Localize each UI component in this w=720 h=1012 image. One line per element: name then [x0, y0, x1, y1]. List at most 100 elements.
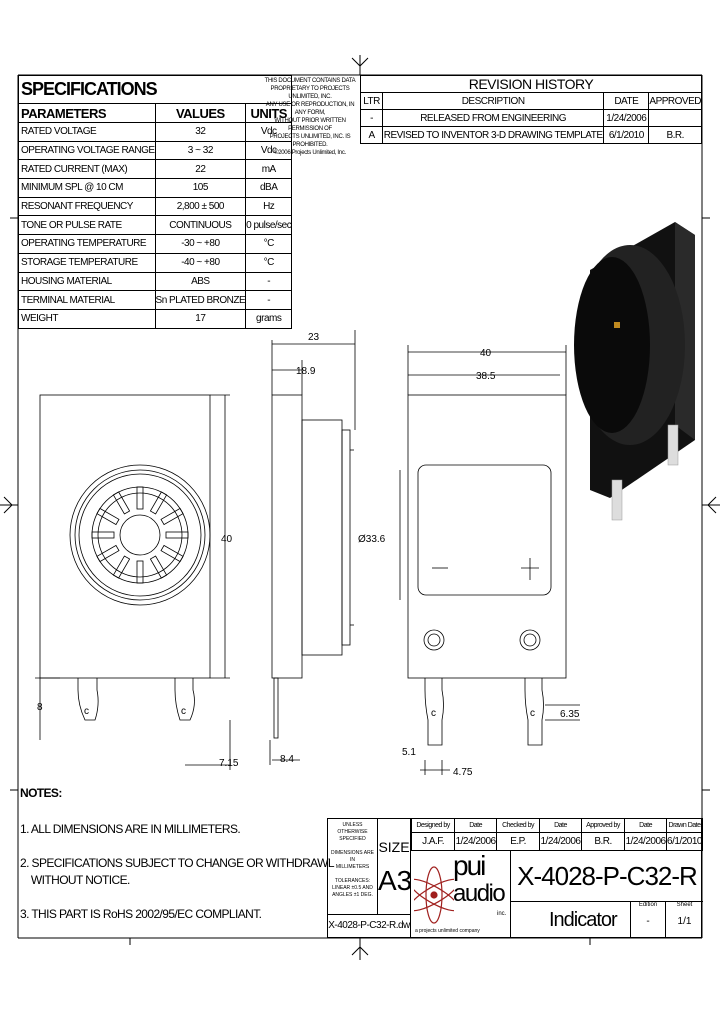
rev-ltr: A — [359, 126, 384, 144]
part-number: X-4028-P-C32-R — [511, 850, 703, 902]
grille-spoke — [96, 507, 120, 526]
dim-6-35: 6.35 — [560, 709, 580, 720]
header-parameters: PARAMETERS — [18, 103, 156, 123]
specifications-title: SPECIFICATIONS — [17, 75, 293, 104]
tolerance-line: DIMENSIONS ARE IN — [330, 850, 375, 863]
tolerance-line: SPECIFIED — [339, 836, 366, 842]
approval-header: Date — [624, 818, 668, 833]
dim-23: 23 — [308, 332, 320, 343]
sheet-label: Sheet — [676, 902, 693, 908]
header-units: UNITS — [245, 103, 293, 123]
edition-value: - — [646, 916, 650, 927]
side-view — [269, 330, 356, 765]
grille-spoke — [165, 531, 189, 539]
spec-unit: grams — [245, 308, 293, 329]
logo-pui: pui — [453, 850, 486, 881]
svg-text:c: c — [431, 708, 436, 719]
rev-approved: B.R. — [648, 126, 702, 144]
spec-unit: °C — [245, 252, 293, 273]
note-2: 2. SPECIFICATIONS SUBJECT TO CHANGE OR W… — [20, 856, 335, 870]
note-3: 3. THIS PART IS RoHS 2002/95/EC COMPLIAN… — [20, 907, 262, 921]
approval-header: Date — [454, 818, 498, 833]
dim-4-75: 4.75 — [453, 767, 473, 778]
dim-40-width: 40 — [480, 348, 492, 359]
note-2-cont: WITHOUT NOTICE. — [20, 873, 130, 887]
tolerance-line: UNLESS OTHERWISE — [337, 822, 368, 835]
edition-label: Edition — [638, 902, 658, 908]
approval-header: Designed by — [410, 818, 456, 833]
notes-title: NOTES: — [20, 786, 62, 800]
approval-value: B.R. — [580, 832, 626, 851]
notice-line: ANY USE OR REPRODUCTION, IN ANY FORM, — [265, 102, 355, 116]
spec-row: OPERATING TEMPERATURE-30 ~ +80°C — [18, 234, 293, 254]
size-value: A3 — [378, 865, 413, 896]
svg-text:c: c — [84, 706, 89, 717]
approval-header: Checked by — [496, 818, 541, 833]
svg-text:c: c — [530, 708, 535, 719]
notice-line: PROJECTS UNLIMITED, INC. IS PROHIBITED. — [269, 134, 351, 148]
dim-8-4: 8.4 — [280, 754, 294, 765]
tolerance-line: LINEAR ±0.5 AND — [332, 885, 373, 891]
grille-spoke — [149, 555, 168, 579]
header-date: DATE — [603, 92, 650, 110]
logo-audio: audio — [453, 880, 506, 907]
logo-tagline: a projects unlimited company — [415, 928, 480, 934]
approval-value: E.P. — [496, 832, 541, 851]
grille-spoke — [96, 544, 120, 563]
3d-render — [574, 222, 695, 521]
spec-parameter: WEIGHT — [18, 308, 156, 329]
approval-value: 1/24/2006 — [539, 832, 582, 851]
notice-line: ©2006 Projects Unlimited, Inc. — [274, 150, 346, 156]
tolerance-line: ANGLES ±1 DEG. — [332, 892, 373, 898]
dim-40-height: 40 — [221, 534, 233, 545]
tolerance-line: MILLIMETERS — [335, 864, 370, 870]
approval-value: J.A.F. — [410, 832, 456, 851]
rev-date: 6/1/2010 — [603, 126, 650, 144]
notice-line: THIS DOCUMENT CONTAINS DATA — [264, 78, 356, 84]
dim-7-15: 7.15 — [219, 758, 239, 769]
approval-header: Date — [539, 818, 582, 833]
atom-logo-icon — [414, 866, 454, 924]
part-description: Indicator — [511, 902, 631, 938]
edition-cell: Edition - — [631, 902, 666, 938]
approval-header: Drawn Date — [666, 818, 703, 833]
grille-spoke — [112, 491, 131, 515]
pui-audio-logo: pui audio inc. a projects unlimited comp… — [411, 850, 511, 938]
grille-spoke — [136, 486, 144, 510]
dim-18-9: 18.9 — [296, 366, 316, 377]
dim-5-1: 5.1 — [402, 747, 416, 758]
approval-value: 6/1/2010 — [666, 832, 703, 851]
grille-spoke — [160, 507, 184, 526]
dim-38-5: 38.5 — [476, 371, 496, 382]
tolerance-line: TOLERANCES: — [334, 878, 371, 884]
filename: X-4028-P-C32-R.dw — [328, 914, 411, 938]
dim-33-6: Ø33.6 — [358, 534, 386, 545]
note-1: 1. ALL DIMENSIONS ARE IN MILLIMETERS. — [20, 822, 241, 836]
size-cell: SIZE A3 — [378, 819, 413, 914]
grille-spoke — [149, 491, 168, 515]
approval-value: 1/24/2006 — [624, 832, 668, 851]
size-label: SIZE — [378, 839, 410, 855]
grille-spoke — [112, 555, 131, 579]
approval-header: Approved by — [580, 818, 626, 833]
notice-line: PROPRIETARY TO PROJECTS UNLIMITED, INC. — [270, 86, 350, 100]
